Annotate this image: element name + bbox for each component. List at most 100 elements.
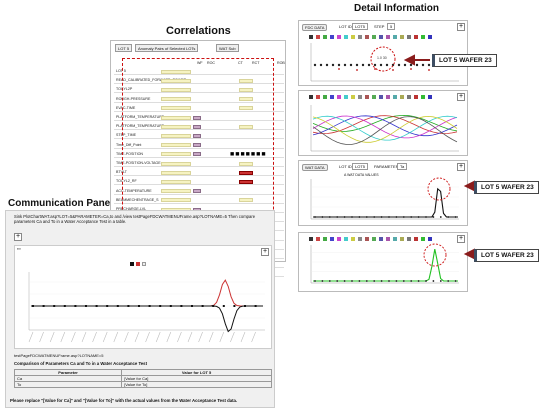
fdc-data-button[interactable]: FDC DATA <box>302 24 328 31</box>
legend-swatch <box>365 237 369 241</box>
expand-icon[interactable]: + <box>457 23 465 31</box>
row-divider <box>114 83 284 85</box>
data-point <box>432 280 435 282</box>
series-line <box>312 115 458 137</box>
tick-label <box>145 331 150 343</box>
highlight-cell[interactable] <box>193 143 201 148</box>
lot-id-label: LOT ID <box>339 164 352 169</box>
anomaly-cell[interactable] <box>239 170 253 175</box>
lot-id-select[interactable]: LOT5 <box>352 163 369 170</box>
lot-id-label: LOT ID <box>339 24 352 29</box>
data-point <box>212 305 215 307</box>
expand-icon[interactable]: + <box>261 248 269 256</box>
correlation-cell[interactable] <box>239 97 253 102</box>
data-point <box>358 280 361 282</box>
correlation-cell[interactable] <box>161 161 191 166</box>
correlation-cell[interactable] <box>239 78 253 83</box>
chart-toolbar: ▪▪▪ <box>17 247 21 251</box>
correlation-row-label: STEP_TIME <box>116 133 136 138</box>
anomaly-cell[interactable] <box>239 179 253 184</box>
tick-label <box>81 331 87 343</box>
correlation-cell[interactable] <box>161 152 191 157</box>
communication-heading: Communication Panel <box>8 198 114 209</box>
wat-legend: A WAT DATA VALUES <box>344 173 379 177</box>
correlation-cell[interactable] <box>161 189 191 194</box>
correlation-cell[interactable] <box>161 69 191 74</box>
correlation-cell[interactable] <box>239 198 253 203</box>
data-point <box>343 280 346 282</box>
footer-note: Please replace "[Value for Ca]" and "[Va… <box>10 398 238 403</box>
data-point <box>138 305 140 307</box>
correlation-cell[interactable] <box>161 198 191 203</box>
expand-icon[interactable]: + <box>457 235 465 243</box>
legend-swatch <box>372 237 376 241</box>
fdc-legend <box>309 35 432 39</box>
correlation-cell[interactable] <box>239 106 253 111</box>
data-point <box>367 63 371 67</box>
tab-anomaly-pairs[interactable]: Anomaly Pairs of Selected LOTs <box>135 44 199 52</box>
expand-icon[interactable]: + <box>457 93 465 101</box>
legend-swatch <box>386 237 390 241</box>
data-point <box>349 63 353 67</box>
highlight-cell[interactable] <box>193 189 201 194</box>
tab-lot5[interactable]: LOT 5 <box>115 44 133 52</box>
row-divider <box>114 101 284 103</box>
correlation-row-label: PLATFORM_TEMPERATURE <box>116 115 165 119</box>
correlation-cell[interactable] <box>161 87 191 92</box>
data-point <box>454 280 457 282</box>
correlation-cell[interactable] <box>161 106 191 111</box>
correlation-cell[interactable] <box>161 115 191 120</box>
highlight-cell[interactable] <box>193 152 201 157</box>
highlight-cell[interactable] <box>193 115 201 120</box>
correlation-cell[interactable] <box>161 179 191 184</box>
data-point <box>63 305 66 307</box>
tab-wat-sub[interactable]: WAT Sub <box>216 44 239 52</box>
data-point <box>421 63 425 67</box>
parameter-select[interactable]: Ta <box>397 163 408 170</box>
data-point <box>380 216 383 218</box>
anomaly-circle <box>423 243 447 267</box>
chart-frame: ▪▪▪ + <box>14 245 272 349</box>
data-point <box>356 69 358 71</box>
data-point <box>385 63 389 67</box>
step-select[interactable]: 5 <box>387 23 396 30</box>
legend-swatch <box>358 95 362 99</box>
legend-swatch <box>337 95 341 99</box>
data-point <box>74 305 77 307</box>
tick-label <box>39 331 44 343</box>
legend-swatch <box>365 95 369 99</box>
lot-id-select[interactable]: LOT5 <box>352 23 369 30</box>
correlation-cell[interactable] <box>161 143 191 148</box>
expand-icon[interactable]: + <box>457 163 465 171</box>
wat-data-button[interactable]: WAT DATA <box>302 164 328 171</box>
data-point <box>106 305 109 307</box>
row-divider <box>114 175 284 177</box>
table-title: Comparison of Parameters Ca and To in a … <box>14 361 147 366</box>
correlation-cell[interactable] <box>161 78 191 83</box>
page-link[interactable]: testPageFDCWATMENUFrame.asp?LOTNAME=5 <box>14 353 104 358</box>
correlation-cell[interactable] <box>161 124 191 129</box>
legend-swatch <box>316 35 320 39</box>
data-point <box>338 68 340 70</box>
expand-icon[interactable]: + <box>14 233 22 241</box>
data-point <box>355 63 359 67</box>
legend-swatch <box>344 95 348 99</box>
legend-swatch <box>379 237 383 241</box>
correlation-cell[interactable] <box>239 124 253 129</box>
legend-swatch <box>379 35 383 39</box>
legend-swatch <box>379 95 383 99</box>
correlation-cell[interactable] <box>239 87 253 92</box>
data-point <box>439 280 442 282</box>
legend-swatch <box>421 35 425 39</box>
correlation-cell[interactable] <box>161 170 191 175</box>
correlation-cell[interactable] <box>161 133 191 138</box>
parameter-label: PARAMETER <box>374 164 399 169</box>
data-point <box>169 305 172 307</box>
series-line <box>312 115 458 135</box>
correlation-cell[interactable] <box>161 97 191 102</box>
comm-chart-legend <box>130 262 146 266</box>
data-point <box>314 216 316 218</box>
highlight-cell[interactable] <box>193 124 201 129</box>
correlation-cell[interactable] <box>239 161 253 166</box>
highlight-cell[interactable] <box>193 133 201 138</box>
